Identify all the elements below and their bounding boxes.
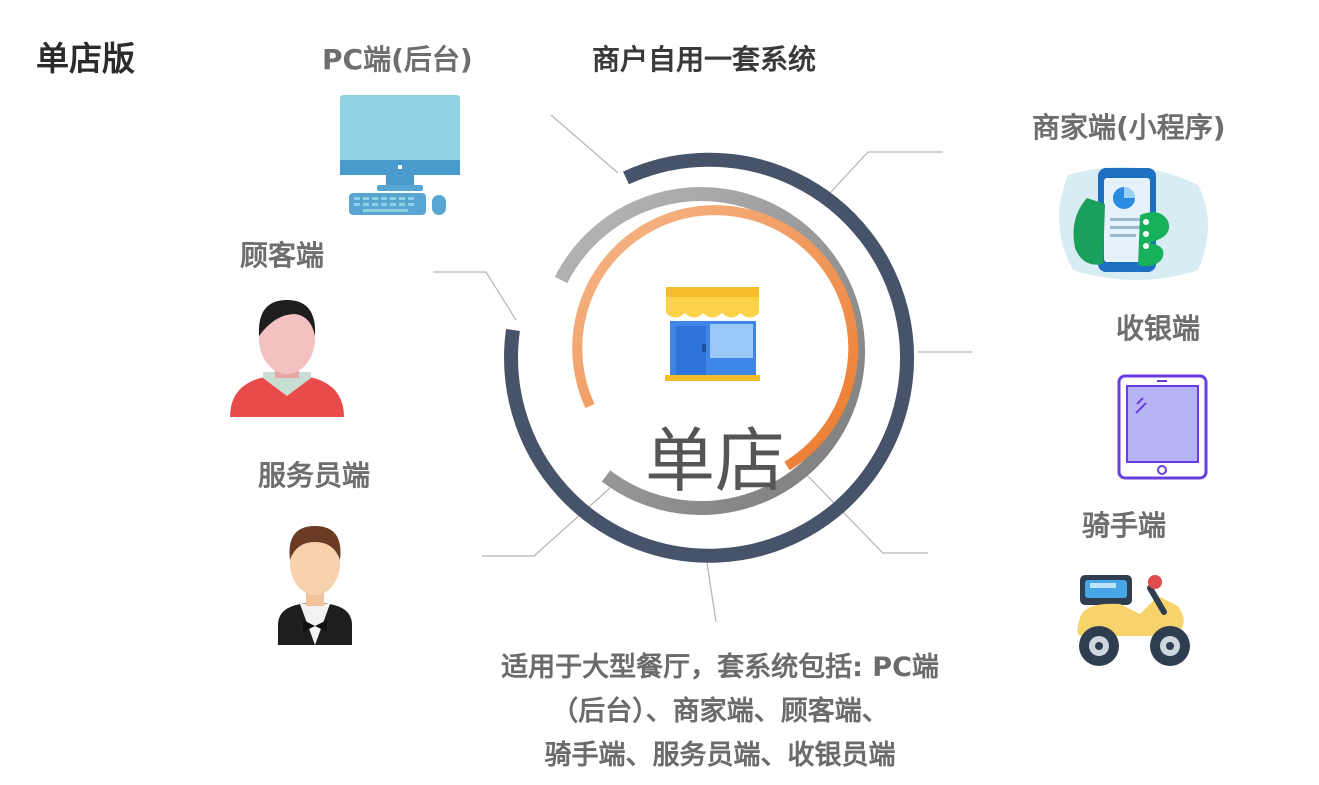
label-rider: 骑手端 (1082, 509, 1167, 542)
page-title: 单店版 (36, 39, 135, 78)
description-line-3: 骑手端、服务员端、收银员端 (544, 740, 896, 771)
connector-rider (799, 467, 928, 554)
label-cashier: 收银端 (1116, 312, 1201, 345)
description: 适用于大型餐厅，套系统包括: PC端 （后台）、商家端、顾客端、 骑手端、服务员… (470, 646, 970, 778)
center-label: 单店 (645, 420, 785, 502)
label-waiter: 服务员端 (258, 459, 371, 492)
connector-bottom (705, 555, 717, 623)
monitor-icon (340, 95, 460, 215)
merchant-phone-icon (1059, 167, 1208, 280)
label-merchant: 商家端(小程序) (1032, 111, 1226, 144)
connector-customer (433, 271, 517, 321)
description-line-2: （后台）、商家端、顾客端、 (551, 696, 889, 727)
connector-lines (433, 114, 972, 623)
connector-pc (550, 114, 619, 174)
tablet-icon (1117, 374, 1208, 480)
inner-ring (572, 205, 859, 471)
description-line-1: 适用于大型餐厅，套系统包括: PC端 (501, 652, 939, 683)
outer-ring (504, 152, 915, 563)
label-customer: 顾客端 (240, 239, 325, 272)
customer-avatar-icon (230, 300, 344, 417)
subtitle: 商户自用一套系统 (592, 43, 817, 76)
shop-icon (665, 287, 760, 381)
waiter-avatar-icon (278, 526, 352, 645)
connector-merchant (829, 151, 943, 194)
scooter-icon (1077, 575, 1190, 666)
label-pc: PC端(后台) (322, 43, 473, 76)
